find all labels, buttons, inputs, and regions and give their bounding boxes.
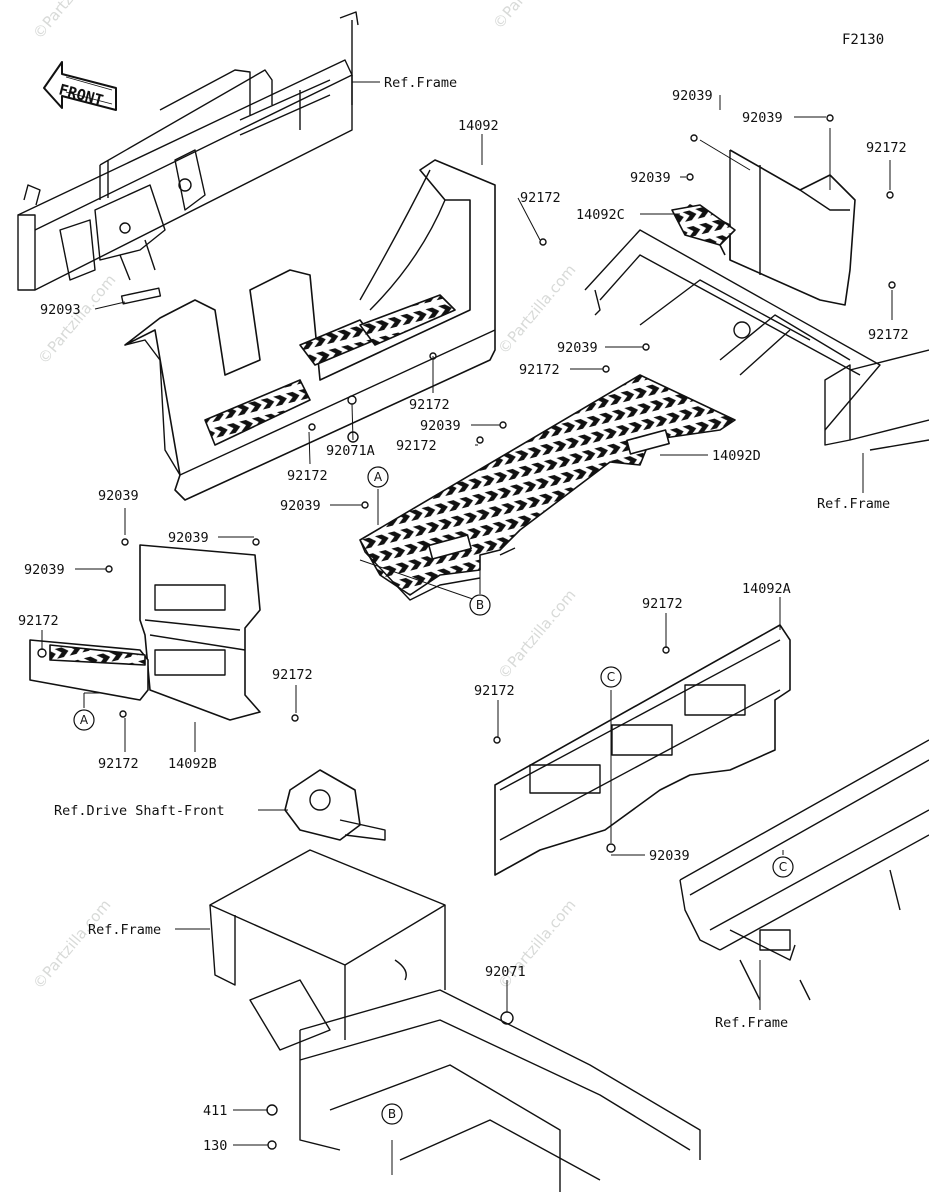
floor-mat-14092D [359, 374, 736, 601]
label-ref-drive-shaft-front: Ref.Drive Shaft-Front [54, 803, 225, 819]
label-92071A: 92071A [326, 443, 375, 459]
label-92172: 92172 [287, 468, 328, 484]
label-130: 130 [203, 1138, 227, 1154]
callout-c-top: C [607, 670, 615, 684]
callout-a-bottom: A [80, 713, 89, 727]
label-92039: 92039 [649, 848, 690, 864]
callout-a-top: A [374, 470, 383, 484]
bottom-frame-drawing [209, 849, 701, 1192]
rear-frame-bottom-drawing [679, 739, 929, 1001]
drive-shaft-drawing [284, 769, 386, 841]
label-ref-frame: Ref.Frame [88, 922, 161, 938]
part-labels: Ref.Frame 14092 92172 92093 92172 92071A… [18, 75, 909, 1154]
label-92039: 92039 [420, 418, 461, 434]
label-92172: 92172 [866, 140, 907, 156]
label-92039: 92039 [742, 110, 783, 126]
label-92172: 92172 [98, 756, 139, 772]
figure-id: F2130 [842, 32, 884, 48]
label-14092C: 14092C [576, 207, 625, 223]
floor-panel-14092 [124, 159, 496, 501]
label-92039: 92039 [557, 340, 598, 356]
label-92172: 92172 [519, 362, 560, 378]
front-arrow: FRONT [43, 61, 117, 111]
label-ref-frame: Ref.Frame [817, 496, 890, 512]
watermark: ©Partzilla.com [29, 896, 114, 993]
label-92172: 92172 [409, 397, 450, 413]
fasteners [37, 114, 896, 1150]
label-14092B: 14092B [168, 756, 217, 772]
watermark: ©Partzilla.com [494, 586, 579, 683]
watermark: ©Partzilla.com [29, 0, 114, 43]
back-panel-14092A [494, 624, 791, 876]
label-92093: 92093 [40, 302, 81, 318]
label-92172: 92172 [642, 596, 683, 612]
label-92172: 92172 [18, 613, 59, 629]
label-92172: 92172 [396, 438, 437, 454]
label-ref-frame: Ref.Frame [384, 75, 457, 91]
label-92172: 92172 [474, 683, 515, 699]
label-92172: 92172 [868, 327, 909, 343]
label-92071: 92071 [485, 964, 526, 980]
callout-b-bottom: B [388, 1107, 396, 1121]
label-14092D: 14092D [712, 448, 761, 464]
front-frame-drawing [17, 11, 359, 291]
label-92039: 92039 [98, 488, 139, 504]
callout-markers: A B A C C B [73, 466, 794, 1125]
label-92172: 92172 [520, 190, 561, 206]
rear-panel-14092C [671, 149, 856, 306]
label-411: 411 [203, 1103, 227, 1119]
side-panel-14092B [29, 544, 261, 721]
rear-frame-drawing [584, 229, 929, 451]
callout-b-top: B [476, 598, 484, 612]
label-92039: 92039 [280, 498, 321, 514]
label-92039: 92039 [168, 530, 209, 546]
leader-lines [41, 81, 893, 1175]
label-92172: 92172 [272, 667, 313, 683]
callout-c-bottom: C [779, 860, 787, 874]
watermark: ©Partzilla.com [489, 0, 574, 33]
label-ref-frame: Ref.Frame [715, 1015, 788, 1031]
label-14092A: 14092A [742, 581, 791, 597]
label-92039: 92039 [672, 88, 713, 104]
watermark: ©Partzilla.com [34, 271, 119, 368]
label-92039: 92039 [630, 170, 671, 186]
label-14092: 14092 [458, 118, 499, 134]
label-92039: 92039 [24, 562, 65, 578]
